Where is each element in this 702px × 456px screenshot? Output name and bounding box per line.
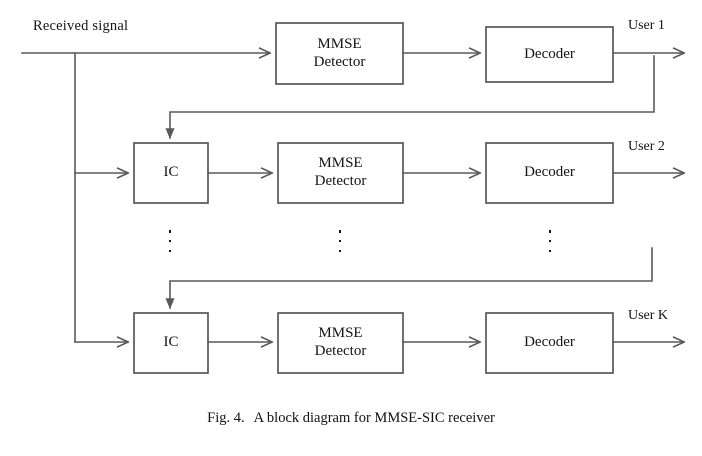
ellipsis-detector-column — [337, 230, 343, 252]
ellipsis-ic-column — [167, 230, 173, 252]
figure-caption: Fig. 4. A block diagram for MMSE-SIC rece… — [0, 410, 702, 427]
output-label-user-1: User 1 — [628, 18, 665, 33]
figure-caption-number: Fig. 4. — [207, 410, 245, 426]
box-detector-k — [277, 312, 404, 374]
box-detector-2 — [277, 142, 404, 204]
wire-feedback-prev-to-k — [170, 247, 653, 308]
ellipsis-decoder-column — [547, 230, 553, 252]
box-detector-1 — [275, 22, 404, 85]
figure-caption-text: A block diagram for MMSE-SIC receiver — [253, 410, 495, 426]
box-decoder-1 — [485, 26, 614, 83]
output-label-user-k: User K — [628, 308, 669, 323]
box-ic-k — [133, 312, 209, 374]
box-decoder-k — [485, 312, 614, 374]
output-label-user-2: User 2 — [628, 139, 665, 154]
wire-feedback-1-to-2 — [170, 55, 655, 138]
box-ic-2 — [133, 142, 209, 204]
received-signal-label: Received signal — [33, 18, 129, 34]
box-decoder-2 — [485, 142, 614, 204]
